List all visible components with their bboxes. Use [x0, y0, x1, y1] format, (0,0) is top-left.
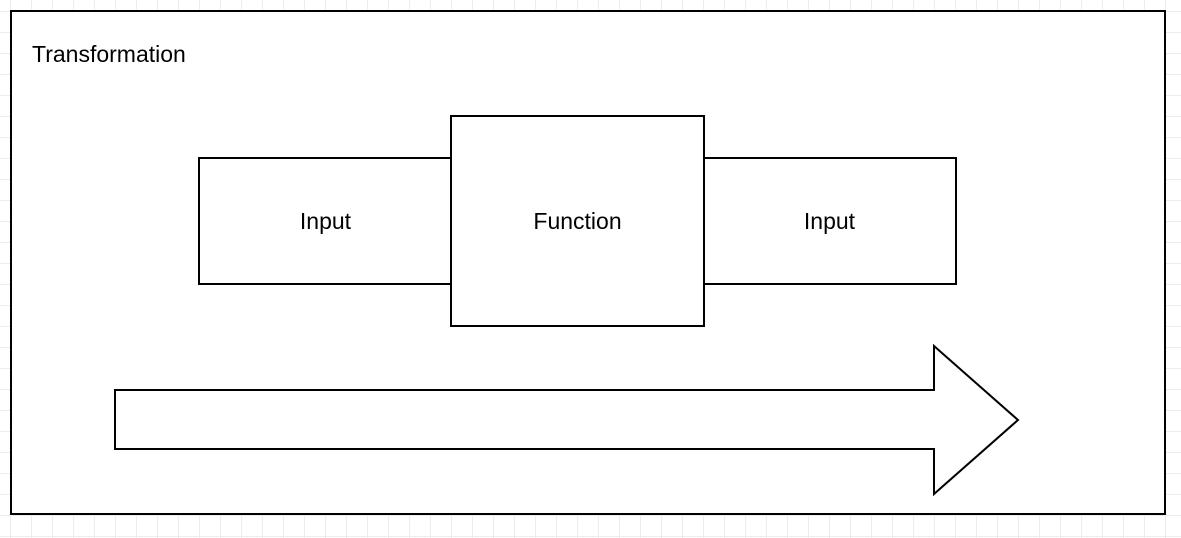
- input-box-left: Input: [198, 157, 453, 285]
- function-label: Function: [533, 208, 622, 234]
- input-box-right: Input: [702, 157, 957, 285]
- function-box: Function: [450, 115, 705, 327]
- input-left-label: Input: [299, 208, 352, 234]
- input-right-label: Input: [803, 208, 856, 234]
- frame-title: Transformation: [32, 41, 186, 67]
